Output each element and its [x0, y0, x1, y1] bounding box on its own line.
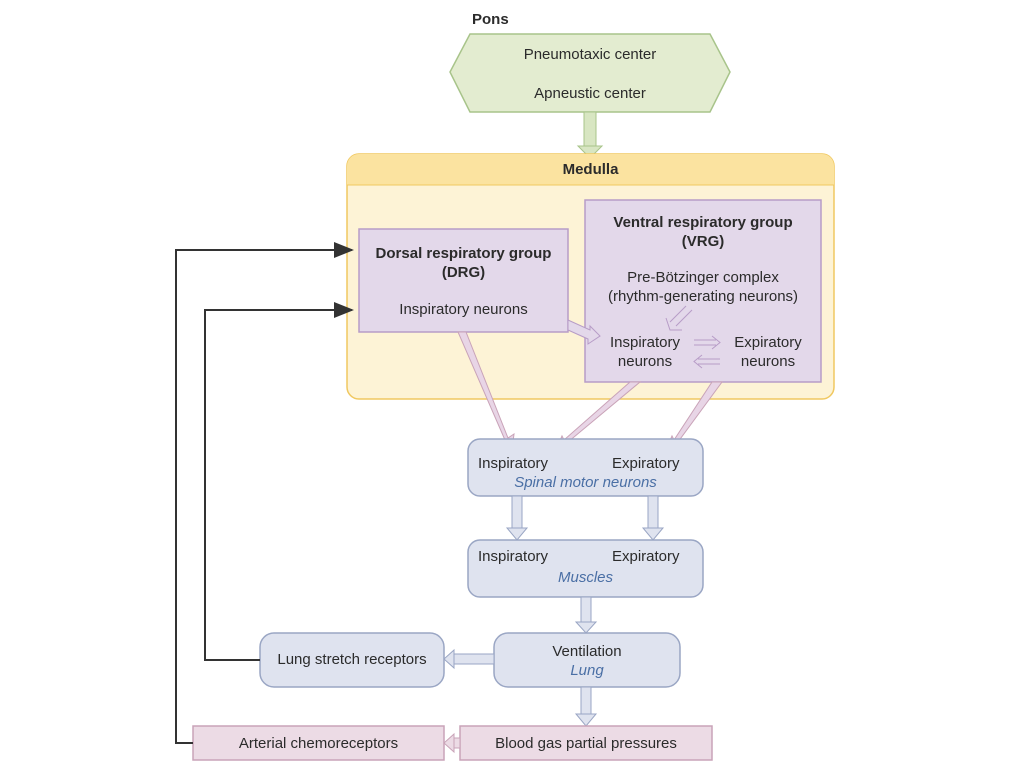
medulla-label: Medulla [562, 161, 619, 178]
chemo-label: Arterial chemoreceptors [238, 735, 399, 752]
feedback-stretch-to-drg [204, 302, 354, 661]
lung-label: Lung [570, 662, 604, 679]
vrg-box [584, 199, 822, 383]
stretch-label: Lung stretch receptors [277, 651, 427, 668]
arrow-prebotzinger [665, 305, 693, 331]
pons-item-pneumotaxic: Pneumotaxic center [523, 46, 657, 63]
drg-neurons: Inspiratory neurons [399, 301, 528, 318]
vrg-title-line1: Ventral respiratory group [613, 214, 793, 231]
arrow-pons-to-medulla [576, 111, 604, 159]
arrows-spinal-to-muscles [505, 495, 665, 541]
bloodgas-label: Blood gas partial pressures [495, 735, 677, 752]
arrow-bloodgas-to-chemo [443, 732, 461, 754]
pons-label: Pons [472, 11, 509, 28]
vrg-exp-line2: neurons [740, 353, 796, 370]
spinal-inspiratory: Inspiratory [478, 455, 549, 472]
muscles-expiratory: Expiratory [612, 548, 680, 565]
arrow-insp-exp [693, 335, 721, 369]
vrg-complex-line2: (rhythm-generating neurons) [607, 288, 799, 305]
pons-item-apneustic: Apneustic center [534, 85, 646, 102]
spinal-label: Spinal motor neurons [514, 474, 657, 491]
spinal-expiratory: Expiratory [612, 455, 680, 472]
pons-box [449, 33, 731, 113]
muscles-label: Muscles [557, 569, 613, 586]
arrow-lung-to-bloodgas [574, 686, 598, 727]
vrg-complex-line1: Pre-Bötzinger complex [627, 269, 779, 286]
arrow-muscles-to-lung [574, 596, 598, 634]
vrg-title-line2: (VRG) [681, 233, 725, 250]
muscles-inspiratory: Inspiratory [478, 548, 549, 565]
feedback-chemo-to-drg [175, 242, 354, 744]
arrow-drg-to-vrg [567, 319, 601, 345]
lung-title: Ventilation [552, 643, 622, 660]
arrow-lung-to-stretch [443, 648, 495, 670]
vrg-insp-line1: Inspiratory [609, 334, 681, 351]
drg-title-line1: Dorsal respiratory group [375, 245, 552, 262]
spinal-box [467, 438, 704, 497]
drg-title-line2: (DRG) [441, 264, 486, 281]
vrg-insp-line2: neurons [617, 353, 673, 370]
chemo-box [192, 725, 445, 761]
vrg-exp-line1: Expiratory [734, 334, 802, 351]
